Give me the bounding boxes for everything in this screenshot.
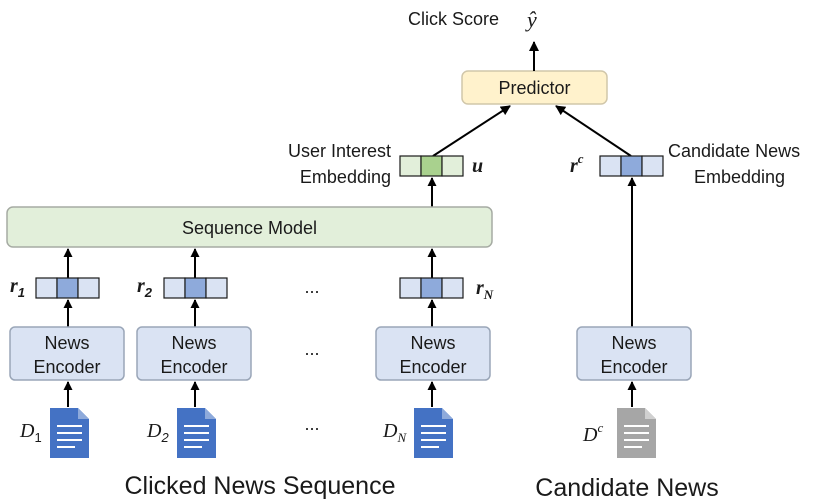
- candidate-news-encoder: News Encoder: [576, 326, 692, 381]
- document-icon-1: [50, 408, 89, 458]
- document-icon-candidate: [617, 408, 656, 458]
- clicked-news-sequence-label: Clicked News Sequence: [125, 472, 396, 500]
- news-encoder-n-line1: News: [410, 333, 455, 353]
- candidate-symbol: rc: [570, 151, 584, 177]
- document-icon-2: [177, 408, 216, 458]
- user-label-line2: Embedding: [300, 167, 391, 187]
- sequence-model-label: Sequence Model: [182, 218, 317, 238]
- rn-label: rN: [476, 277, 494, 302]
- news-vector-n: [399, 277, 464, 299]
- news-encoder-1-line2: Encoder: [33, 357, 100, 377]
- user-label-line1: User Interest: [288, 141, 391, 161]
- click-score-label: Click Score: [408, 9, 499, 29]
- doc-1-label: D1: [19, 420, 42, 445]
- doc-n-label: DN: [382, 420, 407, 445]
- user-symbol: u: [472, 155, 483, 177]
- candidate-encoder-line1: News: [611, 333, 656, 353]
- news-encoder-n: News Encoder: [375, 326, 491, 381]
- news-encoder-2-line1: News: [171, 333, 216, 353]
- ellipsis-encoders: ...: [304, 339, 319, 359]
- y-hat-symbol: ŷ: [525, 7, 537, 32]
- news-encoder-n-line2: Encoder: [399, 357, 466, 377]
- doc-2-label: D2: [146, 420, 169, 445]
- candidate-news-label: Candidate News: [535, 474, 718, 502]
- news-encoder-1-line1: News: [44, 333, 89, 353]
- document-icon-n: [414, 408, 453, 458]
- user-embedding-vector: [399, 155, 464, 177]
- news-vector-1: [35, 277, 100, 299]
- news-encoder-2-line2: Encoder: [160, 357, 227, 377]
- candidate-encoder-line2: Encoder: [600, 357, 667, 377]
- r1-label: r1: [10, 275, 25, 300]
- arrow-user-to-predictor: [432, 105, 511, 157]
- sequence-model-box: Sequence Model: [6, 206, 493, 248]
- news-vector-2: [163, 277, 228, 299]
- candidate-embedding-vector: [599, 155, 664, 177]
- predictor-box: Predictor: [461, 70, 608, 105]
- candidate-doc-label: Dc: [582, 420, 603, 446]
- arrow-candidate-to-predictor: [555, 105, 632, 157]
- candidate-label-line1: Candidate News: [668, 141, 800, 161]
- news-encoder-2: News Encoder: [136, 326, 252, 381]
- r2-label: r2: [137, 275, 153, 300]
- ellipsis-docs: ...: [304, 414, 319, 434]
- news-encoder-1: News Encoder: [9, 326, 125, 381]
- predictor-label: Predictor: [498, 78, 570, 98]
- candidate-label-line2: Embedding: [694, 167, 785, 187]
- ellipsis-vectors: ...: [304, 277, 319, 297]
